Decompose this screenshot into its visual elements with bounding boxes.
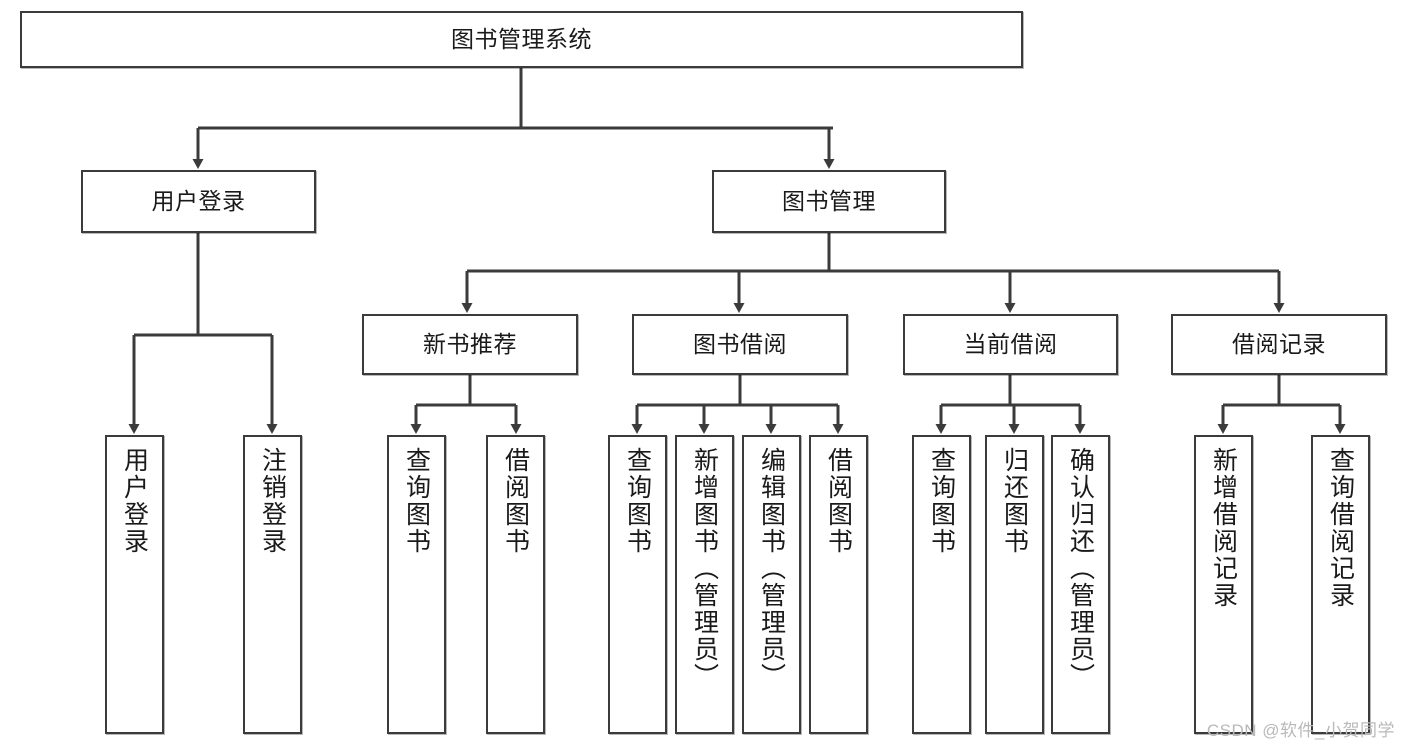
node-leaf-borrow-book-2-label: 借阅图书 — [824, 447, 853, 555]
node-current-borrow-label: 当前借阅 — [963, 330, 1058, 357]
node-leaf-query-book-2[interactable]: 查询图书 — [608, 435, 667, 734]
node-book-management[interactable]: 图书管理 — [712, 170, 946, 233]
watermark-text: CSDN @软件_小贺同学 — [1206, 721, 1395, 740]
node-leaf-user-login[interactable]: 用户登录 — [105, 435, 164, 734]
node-leaf-query-record-label: 查询借阅记录 — [1326, 447, 1355, 609]
node-leaf-user-logout[interactable]: 注销登录 — [243, 435, 302, 734]
node-book-borrow-label: 图书借阅 — [693, 330, 787, 357]
node-leaf-edit-book-label: 编辑图书（管理员） — [757, 447, 786, 690]
node-root[interactable]: 图书管理系统 — [20, 11, 1023, 68]
node-current-borrow[interactable]: 当前借阅 — [903, 314, 1118, 375]
node-borrow-records[interactable]: 借阅记录 — [1171, 314, 1387, 375]
node-leaf-user-login-label: 用户登录 — [120, 447, 149, 555]
node-leaf-query-record[interactable]: 查询借阅记录 — [1311, 435, 1370, 734]
node-leaf-user-logout-label: 注销登录 — [258, 447, 287, 555]
node-user-login[interactable]: 用户登录 — [81, 170, 316, 233]
node-leaf-confirm-return[interactable]: 确认归还（管理员） — [1051, 435, 1110, 734]
node-new-book-recommend-label: 新书推荐 — [423, 330, 517, 357]
node-root-label: 图书管理系统 — [451, 25, 592, 52]
node-leaf-add-book-label: 新增图书（管理员） — [690, 447, 719, 690]
node-leaf-add-book[interactable]: 新增图书（管理员） — [675, 435, 734, 734]
node-leaf-borrow-book-2[interactable]: 借阅图书 — [809, 435, 868, 734]
node-leaf-query-book-3-label: 查询图书 — [927, 447, 956, 555]
node-leaf-add-record-label: 新增借阅记录 — [1209, 447, 1238, 609]
node-leaf-edit-book[interactable]: 编辑图书（管理员） — [742, 435, 801, 734]
node-user-login-label: 用户登录 — [151, 187, 246, 214]
node-leaf-query-book-1-label: 查询图书 — [402, 447, 431, 555]
node-leaf-return-book-label: 归还图书 — [1000, 447, 1029, 555]
node-leaf-add-record[interactable]: 新增借阅记录 — [1194, 435, 1253, 734]
node-leaf-confirm-return-label: 确认归还（管理员） — [1066, 447, 1095, 690]
node-leaf-borrow-book-1-label: 借阅图书 — [501, 447, 530, 555]
node-new-book-recommend[interactable]: 新书推荐 — [362, 314, 578, 375]
node-leaf-query-book-2-label: 查询图书 — [623, 447, 652, 555]
node-book-management-label: 图书管理 — [782, 187, 876, 214]
node-leaf-borrow-book-1[interactable]: 借阅图书 — [486, 435, 545, 734]
node-leaf-query-book-1[interactable]: 查询图书 — [387, 435, 446, 734]
node-leaf-return-book[interactable]: 归还图书 — [985, 435, 1044, 734]
node-leaf-query-book-3[interactable]: 查询图书 — [912, 435, 971, 734]
node-book-borrow[interactable]: 图书借阅 — [632, 314, 848, 375]
node-borrow-records-label: 借阅记录 — [1232, 330, 1326, 357]
